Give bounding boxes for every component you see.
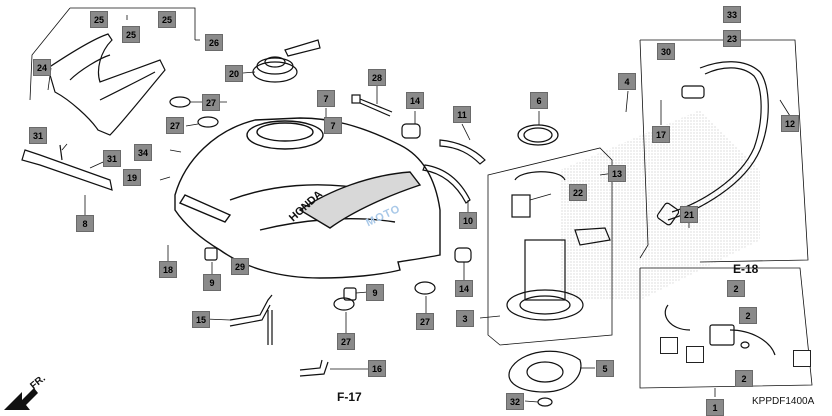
callout-25-c[interactable]: 25 xyxy=(158,11,176,28)
callout-10[interactable]: 10 xyxy=(459,212,477,229)
callout-5[interactable]: 5 xyxy=(596,360,614,377)
callout-13[interactable]: 13 xyxy=(608,165,626,182)
seal-strips xyxy=(422,139,486,204)
callout-16[interactable]: 16 xyxy=(368,360,386,377)
callout-1[interactable]: 1 xyxy=(706,399,724,416)
callout-20[interactable]: 20 xyxy=(225,65,243,82)
callout-14-a[interactable]: 14 xyxy=(406,92,424,109)
callout-27-d[interactable]: 27 xyxy=(416,313,434,330)
rubber-mounts xyxy=(204,123,472,301)
callout-9-a[interactable]: 9 xyxy=(203,274,221,291)
blank-callout-b xyxy=(686,346,704,363)
callout-31-a[interactable]: 31 xyxy=(29,127,47,144)
callout-3[interactable]: 3 xyxy=(456,310,474,327)
callout-22[interactable]: 22 xyxy=(569,184,587,201)
callout-32[interactable]: 32 xyxy=(506,393,524,410)
hose-kit-bracket xyxy=(639,267,813,389)
callout-31-b[interactable]: 31 xyxy=(103,150,121,167)
hose-kit xyxy=(664,304,776,356)
callout-34[interactable]: 34 xyxy=(134,144,152,161)
diagram-code: KPPDF1400A xyxy=(752,396,815,407)
side-cover xyxy=(47,33,166,136)
pump-plate xyxy=(508,350,582,393)
callout-33[interactable]: 33 xyxy=(723,6,741,23)
blank-callout-a xyxy=(660,337,678,354)
ref-f17[interactable]: F-17 xyxy=(337,390,362,404)
fuel-pump xyxy=(506,171,611,321)
callout-2-c[interactable]: 2 xyxy=(735,370,753,387)
callout-21[interactable]: 21 xyxy=(680,206,698,223)
fuel-hose xyxy=(656,61,769,226)
hose-bracket xyxy=(639,39,809,263)
callout-19[interactable]: 19 xyxy=(123,169,141,186)
callout-23[interactable]: 23 xyxy=(723,30,741,47)
callout-17[interactable]: 17 xyxy=(652,126,670,143)
frame-stay xyxy=(21,144,113,191)
callout-4[interactable]: 4 xyxy=(618,73,636,90)
callout-28[interactable]: 28 xyxy=(368,69,386,86)
cover-bracket xyxy=(29,7,200,101)
callout-25-b[interactable]: 25 xyxy=(122,26,140,43)
callout-11[interactable]: 11 xyxy=(453,106,471,123)
callout-7-a[interactable]: 7 xyxy=(317,90,335,107)
ref-e18[interactable]: E-18 xyxy=(733,262,759,276)
callout-27-a[interactable]: 27 xyxy=(202,94,220,111)
callout-27-c[interactable]: 27 xyxy=(337,333,355,350)
fuel-tank xyxy=(174,117,441,279)
callout-14-b[interactable]: 14 xyxy=(455,280,473,297)
watermark: MOTO xyxy=(364,202,403,230)
front-label: FR. xyxy=(28,373,48,392)
callout-30[interactable]: 30 xyxy=(657,43,675,60)
callout-15[interactable]: 15 xyxy=(192,311,210,328)
bolt xyxy=(351,94,393,117)
blank-callout-c xyxy=(793,350,811,367)
front-arrow xyxy=(4,388,38,410)
callout-6[interactable]: 6 xyxy=(530,92,548,109)
callout-9-b[interactable]: 9 xyxy=(366,284,384,301)
callout-24[interactable]: 24 xyxy=(33,59,51,76)
fuel-pump-box xyxy=(487,147,613,346)
callout-29[interactable]: 29 xyxy=(231,258,249,275)
gasket-ring xyxy=(517,124,559,146)
callout-26[interactable]: 26 xyxy=(205,34,223,51)
callout-25-a[interactable]: 25 xyxy=(90,11,108,28)
breather-hoses xyxy=(229,294,329,377)
callout-2-a[interactable]: 2 xyxy=(727,280,745,297)
callout-27-b[interactable]: 27 xyxy=(166,117,184,134)
callout-7-b[interactable]: 7 xyxy=(324,117,342,134)
callout-12[interactable]: 12 xyxy=(781,115,799,132)
callout-18[interactable]: 18 xyxy=(159,261,177,278)
callout-2-b[interactable]: 2 xyxy=(739,307,757,324)
callout-8[interactable]: 8 xyxy=(76,215,94,232)
